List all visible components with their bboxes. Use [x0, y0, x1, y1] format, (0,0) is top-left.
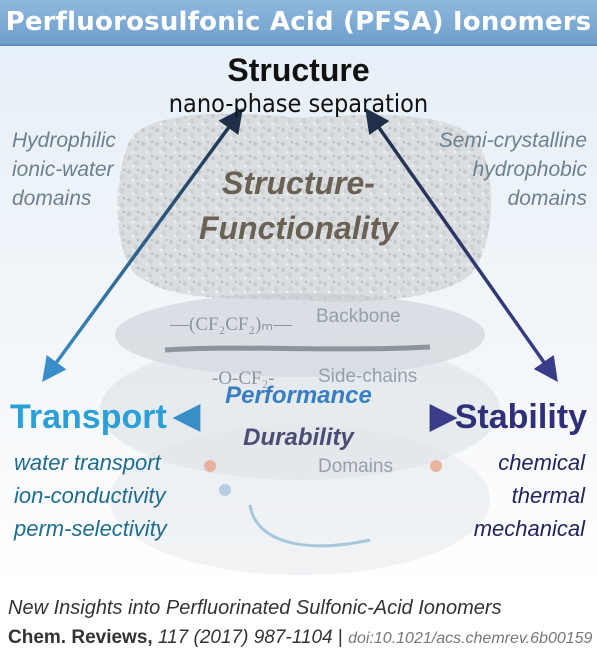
- transport-list: water transport ion-conductivity perm-se…: [14, 446, 167, 545]
- semicrystalline-line: domains: [507, 187, 587, 210]
- stability-title: Stability: [454, 398, 587, 436]
- citation-reference: Chem. Reviews, 117 (2017) 987-1104 | doi…: [8, 627, 592, 649]
- ion-marker-3: [430, 460, 442, 472]
- transport-item: water transport: [14, 450, 161, 475]
- stability-list: chemical thermal mechanical: [474, 446, 585, 545]
- hydrophilic-line: domains: [12, 187, 92, 210]
- performance-label: Performance: [225, 382, 372, 409]
- citation-title: New Insights into Perfluorinated Sulfoni…: [8, 597, 502, 619]
- arrow-structure-stability: [365, 107, 558, 383]
- citation-volume: 117 (2017) 987-1104: [157, 627, 333, 648]
- citation-doi[interactable]: doi:10.1021/acs.chemrev.6b00159: [348, 630, 593, 647]
- header-title: Perfluorosulfonic Acid (PFSA) Ionomers: [5, 7, 592, 37]
- citation-journal: Chem. Reviews,: [8, 627, 153, 648]
- transport-title: Transport: [10, 398, 167, 436]
- header-bar: Perfluorosulfonic Acid (PFSA) Ionomers: [0, 0, 597, 46]
- hydrophilic-line: ionic-water: [12, 158, 114, 181]
- stability-item: mechanical: [473, 516, 585, 541]
- backbone-chain: [164, 344, 431, 353]
- transport-item: ion-conductivity: [14, 483, 166, 508]
- sidechain-formula: -O-CF₂-: [212, 368, 275, 389]
- backbone-label: Backbone: [316, 306, 401, 327]
- sidechain-label: Side-chains: [318, 366, 418, 387]
- ion-marker-2: [219, 484, 231, 496]
- hydrophilic-line: Hydrophilic: [12, 129, 116, 152]
- membrane-layer-3: [110, 425, 490, 575]
- semicrystalline-note: Semi-crystalline hydrophobic domains: [439, 126, 587, 213]
- arrow-structure-transport: [42, 108, 243, 382]
- transport-item: perm-selectivity: [14, 516, 167, 541]
- stability-item: thermal: [511, 483, 585, 508]
- hydrophilic-note: Hydrophilic ionic-water domains: [12, 126, 116, 213]
- domains-label: Domains: [318, 456, 393, 477]
- semicrystalline-line: hydrophobic: [472, 158, 587, 181]
- structure-functionality-line2: Functionality: [198, 210, 399, 246]
- citation-separator: |: [337, 627, 343, 648]
- semicrystalline-line: Semi-crystalline: [438, 129, 587, 152]
- sidechain-curve: [248, 504, 371, 548]
- structure-title: Structure: [227, 52, 370, 88]
- ion-marker-1: [204, 460, 216, 472]
- stability-item: chemical: [498, 450, 585, 475]
- structure-subtitle: nano-phase separation: [168, 89, 429, 118]
- backbone-formula: —(CF₂CF₂)ₘ—: [170, 314, 293, 335]
- structure-functionality-line1: Structure-: [222, 165, 375, 201]
- durability-label: Durability: [243, 424, 354, 451]
